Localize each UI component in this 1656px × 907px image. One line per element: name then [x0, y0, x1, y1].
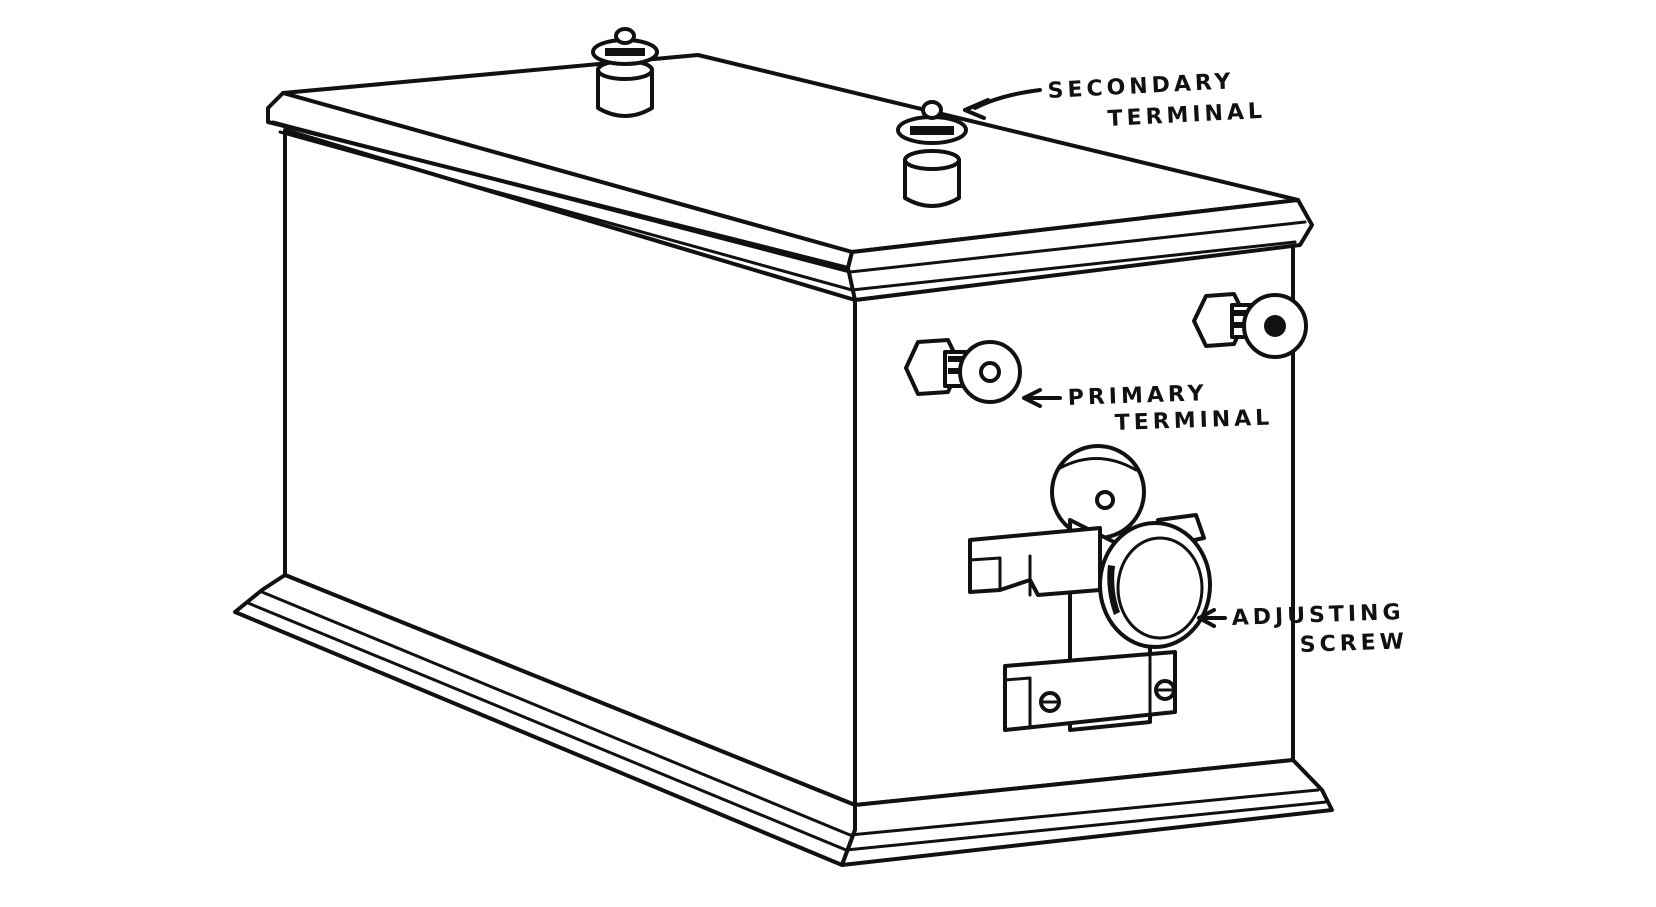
- secondary-arrow-head: [963, 98, 990, 120]
- lid-front-edge: [846, 198, 1314, 302]
- label-primary-line2: TERMINAL: [1114, 405, 1273, 436]
- spring-base-block-left: [1003, 676, 1032, 730]
- secondary-leader-line: [973, 88, 1042, 110]
- lid-moulding-line: [271, 120, 1307, 274]
- secondary-terminal-rear: [591, 27, 659, 118]
- adjusting-bracket-edge: [968, 556, 1002, 592]
- terminal-front-post: [903, 158, 961, 208]
- terminal-rear-knurl: [605, 48, 645, 56]
- primary-terminal-left: [904, 338, 1022, 404]
- primary-terminal-right: [1192, 292, 1308, 359]
- label-adjusting-line2: SCREW: [1299, 629, 1408, 658]
- terminal-front-knurl: [910, 126, 954, 135]
- interrupter-disc-rim: [1058, 457, 1138, 472]
- adjusting-screw-knurl: [1107, 565, 1120, 615]
- label-primary-line1: PRIMARY: [1067, 381, 1208, 411]
- label-secondary-line2: TERMINAL: [1107, 99, 1267, 132]
- terminal-front-screw-head: [921, 100, 943, 120]
- label-adjusting-line1: ADJUSTING: [1231, 600, 1405, 631]
- base-moulding-line-2: [246, 601, 1328, 852]
- terminal-rear-screw-head: [614, 27, 636, 45]
- secondary-terminal-front: [896, 100, 968, 208]
- primary-arrow-head: [1022, 388, 1042, 408]
- terminal-rear-post: [596, 68, 654, 118]
- adjusting-screw-knob: [1098, 521, 1212, 649]
- adjusting-arrow-head: [1197, 608, 1216, 628]
- primary-right-knob-hole: [1264, 315, 1286, 337]
- leader-arrows: [963, 88, 1227, 628]
- label-secondary-line1: SECONDARY: [1047, 69, 1235, 104]
- interrupter-assembly: [968, 444, 1212, 732]
- primary-left-knob-hole: [979, 361, 1001, 383]
- interrupter-disc-hole: [1095, 490, 1115, 510]
- terminal-front-post-top: [903, 149, 961, 171]
- base-moulding-line-1: [260, 590, 1320, 837]
- adjusting-screw-knob-inner: [1116, 536, 1204, 640]
- adjusting-bracket: [968, 526, 1102, 597]
- lid-moulding-line-lower: [278, 130, 1297, 292]
- box-base: [233, 573, 1334, 867]
- box-lid: [266, 53, 1314, 302]
